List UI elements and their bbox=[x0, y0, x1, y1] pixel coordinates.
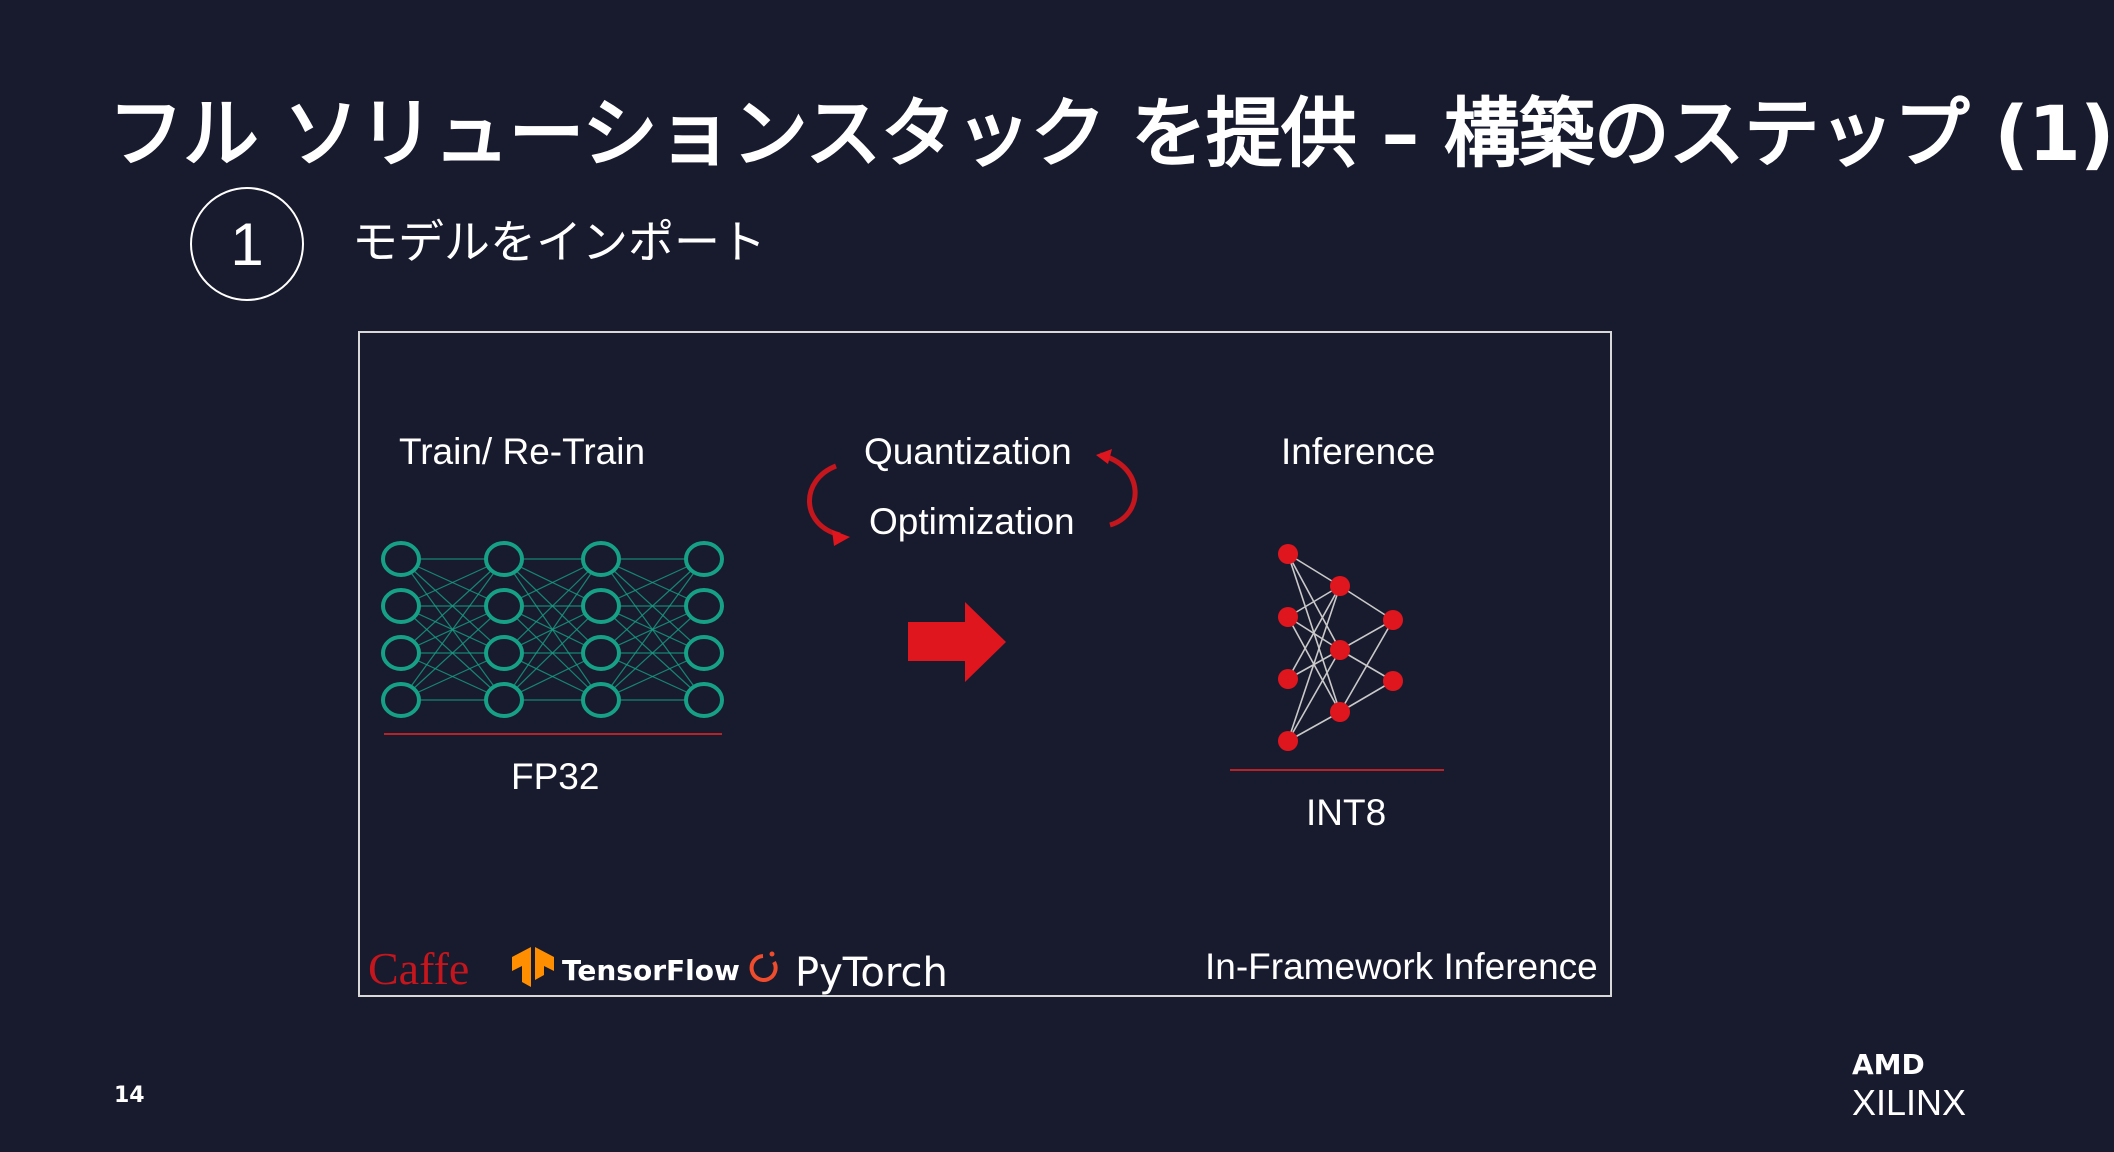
in-framework-inference-label: In-Framework Inference bbox=[1205, 946, 1598, 987]
pytorch-icon bbox=[749, 954, 778, 982]
step-number: 1 bbox=[230, 210, 264, 278]
pytorch-dot-icon bbox=[769, 951, 775, 957]
step-label: モデルをインポート bbox=[352, 215, 766, 269]
tensorflow-icon bbox=[512, 947, 554, 987]
pytorch-logo-text: PyTorch bbox=[795, 950, 948, 996]
diagram-frame bbox=[358, 331, 1612, 997]
train-label: Train/ Re-Train bbox=[399, 431, 646, 472]
right-arrow-icon bbox=[908, 602, 1006, 682]
amd-logo: AMD bbox=[1852, 1048, 1925, 1081]
fp32-network-icon bbox=[381, 541, 724, 718]
int8-label: INT8 bbox=[1306, 792, 1387, 833]
tensorflow-logo-text: TensorFlow bbox=[562, 954, 740, 987]
optimization-label: Optimization bbox=[869, 501, 1075, 542]
int8-underline bbox=[1230, 769, 1444, 771]
cycle-arrowhead-left-icon bbox=[832, 530, 850, 546]
quantization-label: Quantization bbox=[864, 431, 1072, 472]
cycle-arrows-icon bbox=[807, 452, 1138, 538]
slide-title: フル ソリューションスタック を提供 – 構築のステップ (1) bbox=[108, 89, 2114, 178]
fp32-underline bbox=[384, 733, 722, 735]
step-number-circle: 1 bbox=[190, 187, 304, 301]
framework-icons bbox=[512, 947, 778, 987]
xilinx-logo: XILINX bbox=[1852, 1082, 1967, 1123]
page-number: 14 bbox=[114, 1083, 145, 1108]
inference-label: Inference bbox=[1281, 431, 1436, 472]
cycle-arrowhead-right-icon bbox=[1096, 449, 1112, 464]
int8-network-icon bbox=[1278, 544, 1403, 751]
caffe-logo: Caffe bbox=[368, 943, 470, 994]
diagram-graphics bbox=[381, 449, 1403, 751]
fp32-label: FP32 bbox=[511, 756, 600, 797]
